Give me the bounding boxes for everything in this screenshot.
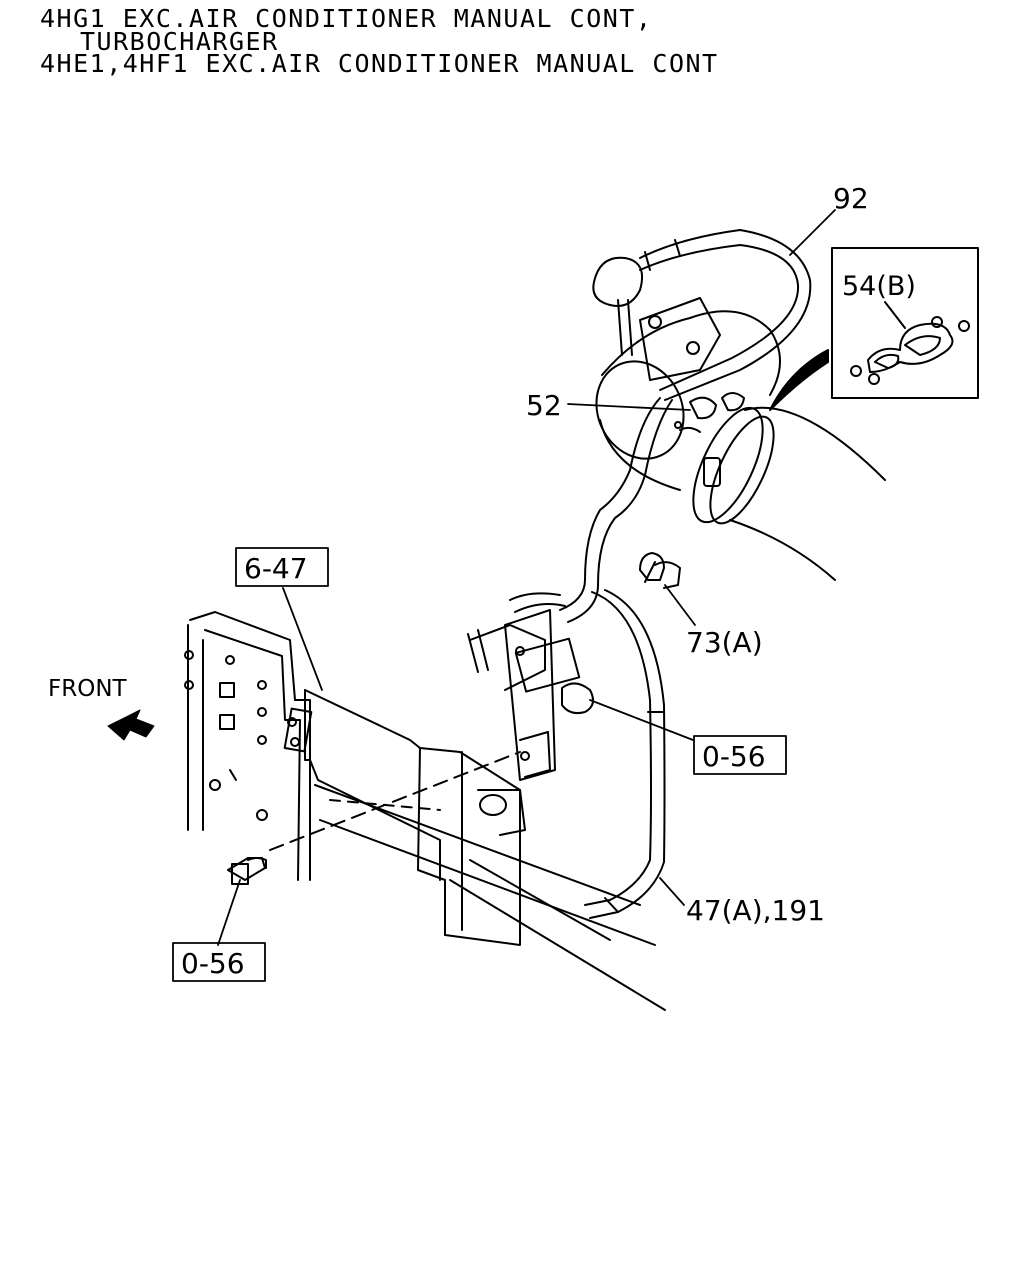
leader-0-56-top (589, 699, 694, 741)
vacuum-valve (467, 592, 595, 781)
intake-pipe-upper (744, 406, 886, 481)
leader-47a-191 (659, 877, 685, 906)
detail-box-54b (769, 247, 979, 411)
detail-pointer (769, 349, 829, 411)
hose-92 (639, 229, 812, 401)
callout-0-56-top: 0-56 (702, 740, 766, 773)
label-box-0-56-bottom (172, 942, 266, 982)
label-box-0-56-top (693, 735, 787, 775)
callout-47a-191: 47(A),191 (686, 894, 825, 927)
leader-52 (567, 403, 691, 411)
bolt (227, 751, 521, 885)
callout-6-47: 6-47 (244, 552, 308, 585)
turbo-housing (601, 310, 781, 396)
label-box-6-47 (235, 547, 329, 587)
intake-clamp (692, 406, 764, 524)
frame-nut-1 (209, 779, 221, 791)
leader-0-56-bottom (217, 879, 241, 946)
turbo-bolt-1 (648, 315, 662, 329)
vacuum-hose-upper (559, 397, 673, 623)
clip-52 (674, 392, 745, 433)
intake-pipe-lower (729, 519, 836, 581)
bracket-plate (283, 689, 526, 946)
header-line-1: 4HG1 EXC.AIR CONDITIONER MANUAL CONT, (40, 4, 653, 33)
header-line-3: 4HE1,4HF1 EXC.AIR CONDITIONER MANUAL CON… (40, 49, 719, 78)
hose-47a-191 (584, 589, 666, 919)
leader-lines (217, 209, 836, 946)
actuator-rod-2 (627, 299, 633, 356)
turbo-body-lower (599, 419, 681, 491)
header-line-2: TURBOCHARGER (80, 27, 279, 56)
clip-54b-shape (867, 322, 954, 373)
turbo-bolt-2 (686, 341, 700, 355)
callout-92: 92 (833, 182, 869, 215)
turbo-bracket (639, 297, 721, 381)
front-arrow-icon (107, 709, 155, 741)
callout-52: 52 (526, 389, 562, 422)
callout-0-56-bottom: 0-56 (181, 947, 245, 980)
turbo-wastegate-actuator (592, 256, 644, 307)
clamp-screw (703, 457, 721, 487)
valve-nozzle (561, 682, 595, 715)
clip-73a (639, 552, 681, 589)
leader-92 (789, 209, 836, 256)
leader-6-47 (282, 587, 323, 691)
intake-clamp-inner (709, 415, 775, 525)
frame-rail (189, 611, 311, 881)
leader-73a (664, 584, 696, 626)
frame-nut-2 (256, 809, 268, 821)
bracket-hole (479, 794, 507, 816)
callout-54b: 54(B) (842, 271, 916, 302)
chassis-frame (184, 611, 666, 1011)
callout-73a: 73(A) (686, 626, 763, 659)
turbocharger (592, 256, 886, 581)
frame-hole-2 (184, 680, 194, 690)
actuator-rod (617, 299, 623, 356)
valve-bracket (504, 609, 556, 781)
bolt-axis-dashed (269, 751, 521, 851)
valve-body (514, 637, 581, 693)
front-label: FRONT (48, 676, 128, 702)
frame-hole-1 (184, 650, 194, 660)
